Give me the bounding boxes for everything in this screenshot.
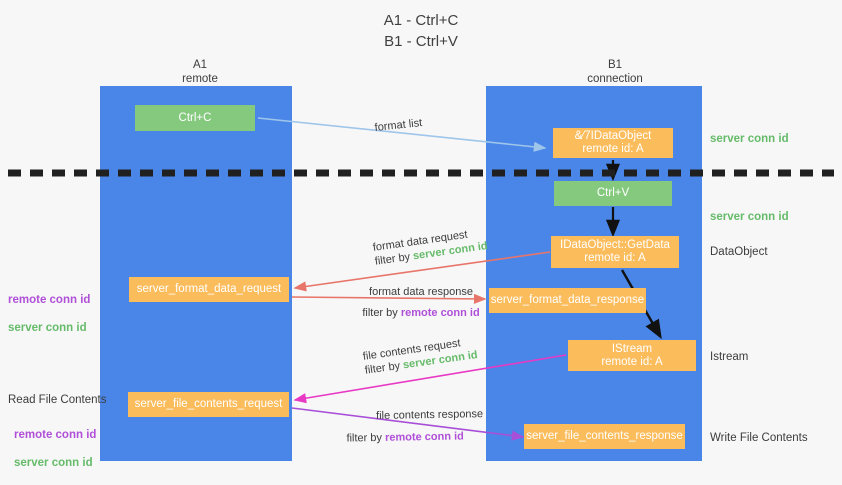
annotation-server-conn-id-mid: server conn id: [710, 211, 789, 223]
annotation-file-server-conn-id: server conn id: [14, 457, 93, 469]
node-server-format-data-response[interactable]: server_format_data_response: [489, 288, 646, 313]
edge-label-format-data-response-filter: filter by remote conn id: [362, 307, 480, 319]
node-server-file-contents-request[interactable]: server_file_contents_request: [128, 392, 289, 417]
node-ctrl-c[interactable]: Ctrl+C: [135, 105, 255, 131]
annotation-read-file-contents: Read File Contents: [8, 394, 107, 406]
annotation-file-conn-ids: remote conn id server conn id: [14, 414, 96, 484]
node-ole-idataobject[interactable]: &⁄7IDataObject remote id: A: [553, 128, 673, 158]
column-header-a1: A1 remote: [182, 59, 218, 85]
edge-label-format-list: format list: [374, 117, 423, 134]
edge-label-file-contents-response-text: file contents response: [376, 408, 484, 422]
edge-label-format-data-response: format data response filter by remote co…: [336, 285, 506, 320]
edge-label-format-data-request: format data request filter by server con…: [372, 225, 489, 269]
annotation-format-server-conn-id: server conn id: [8, 322, 87, 334]
annotation-dataobject: DataObject: [710, 246, 768, 258]
node-istream[interactable]: IStream remote id: A: [568, 340, 696, 371]
node-idataobject-getdata[interactable]: IDataObject::GetData remote id: A: [551, 236, 679, 268]
node-ctrl-v[interactable]: Ctrl+V: [554, 181, 672, 206]
node-server-format-data-request[interactable]: server_format_data_request: [129, 277, 289, 302]
annotation-istream: Istream: [710, 351, 749, 363]
edge-label-file-contents-response-filter: filter by remote conn id: [346, 430, 464, 445]
annotation-server-conn-id-top: server conn id: [710, 133, 789, 145]
annotation-format-remote-conn-id: remote conn id: [8, 294, 91, 306]
column-header-b1: B1 connection: [587, 59, 643, 85]
diagram-title: A1 - Ctrl+C B1 - Ctrl+V: [383, 12, 459, 50]
edge-label-file-contents-response: file contents response filter by remote …: [346, 407, 484, 445]
annotation-write-file-contents: Write File Contents: [710, 432, 808, 444]
node-server-file-contents-response[interactable]: server_file_contents_response: [524, 424, 685, 449]
annotation-file-remote-conn-id: remote conn id: [14, 429, 97, 441]
edge-label-format-data-response-text: format data response: [369, 286, 473, 298]
filter-key-remote-conn-id: remote conn id: [400, 307, 480, 319]
filter-key-remote-conn-id-2: remote conn id: [384, 430, 464, 444]
annotation-format-conn-ids: remote conn id server conn id: [8, 279, 90, 349]
edge-label-file-contents-request: file contents request filter by server c…: [362, 334, 479, 378]
